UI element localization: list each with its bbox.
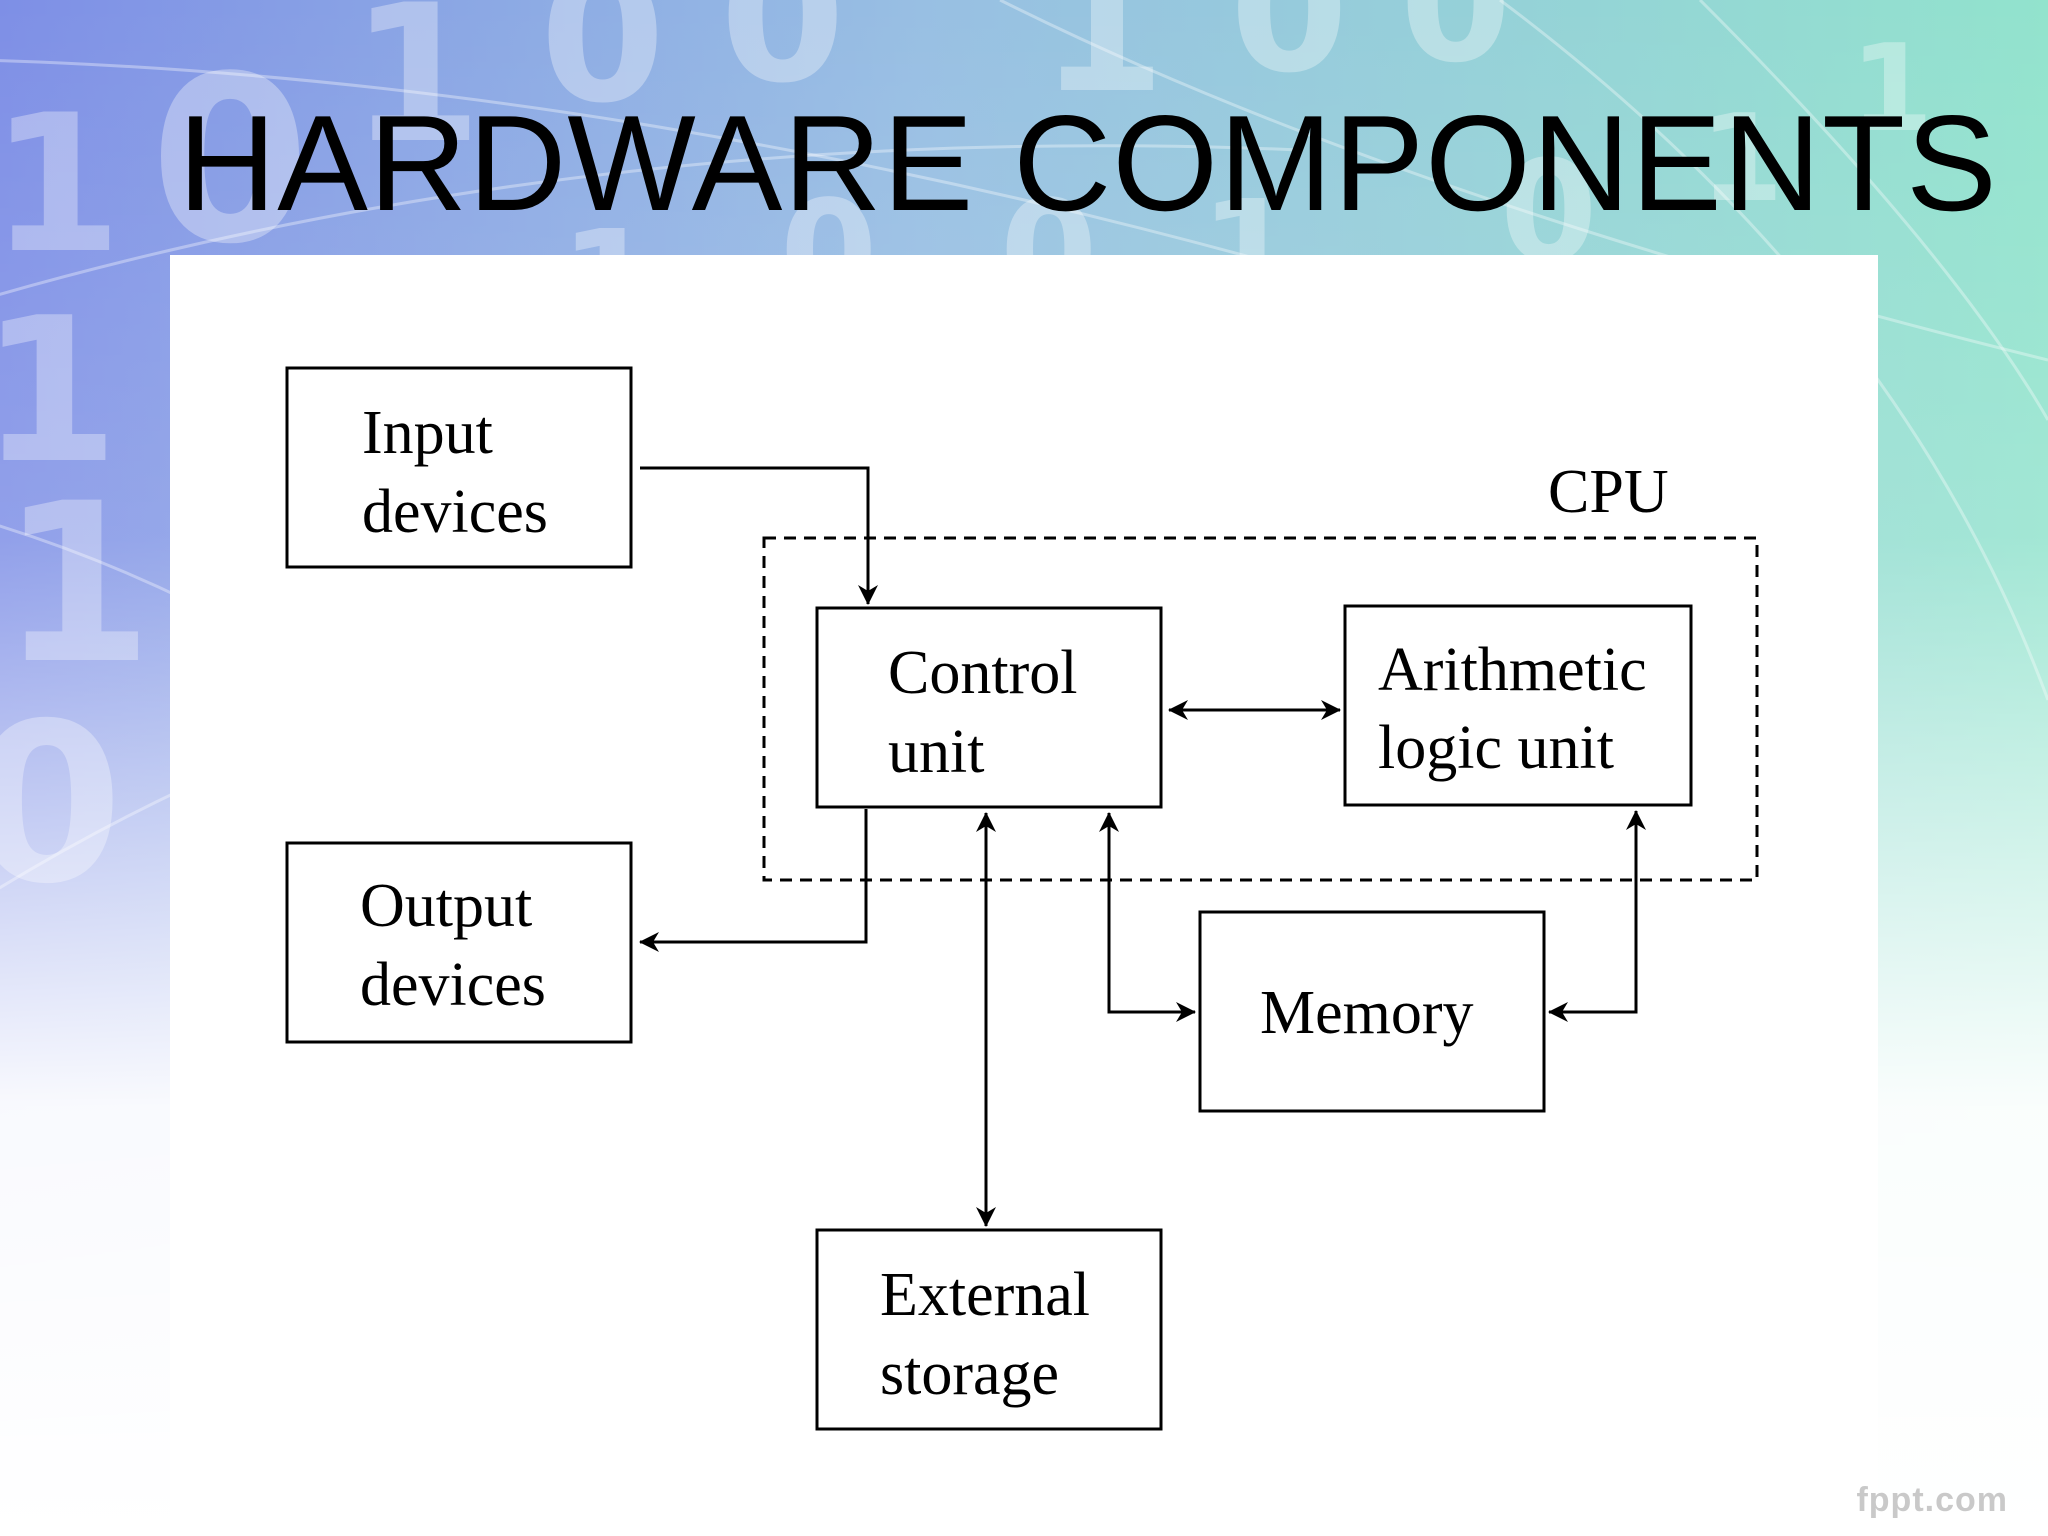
arrow-input-to-control xyxy=(640,466,878,605)
output-devices-box: Output devices xyxy=(285,841,633,1044)
control-unit-line1: Control xyxy=(888,639,1077,707)
control-unit-box: Control unit xyxy=(815,606,1163,809)
control-unit-line2: unit xyxy=(888,718,984,786)
cpu-label: CPU xyxy=(1548,458,1669,526)
arrow-control-memory xyxy=(1099,812,1196,1022)
external-storage-box: External storage xyxy=(815,1228,1163,1431)
fppt-watermark: fppt.com xyxy=(1856,1481,2008,1519)
alu-box: Arithmetic logic unit xyxy=(1343,604,1693,807)
input-devices-line2: devices xyxy=(362,478,548,546)
arrow-alu-memory xyxy=(1548,810,1646,1022)
memory-label: Memory xyxy=(1260,979,1474,1047)
slide-title: HARDWARE COMPONENTS xyxy=(178,87,1998,239)
external-storage-line2: storage xyxy=(880,1340,1059,1408)
cpu-boundary xyxy=(762,536,1759,882)
external-storage-line1: External xyxy=(880,1261,1090,1329)
output-devices-line2: devices xyxy=(360,951,546,1019)
arrow-control-to-output xyxy=(639,809,868,952)
input-devices-line1: Input xyxy=(362,399,493,467)
alu-line2: logic unit xyxy=(1378,714,1614,782)
output-devices-line1: Output xyxy=(360,872,532,940)
memory-box: Memory xyxy=(1198,910,1546,1113)
input-devices-box: Input devices xyxy=(285,366,633,569)
alu-line1: Arithmetic xyxy=(1378,636,1647,704)
